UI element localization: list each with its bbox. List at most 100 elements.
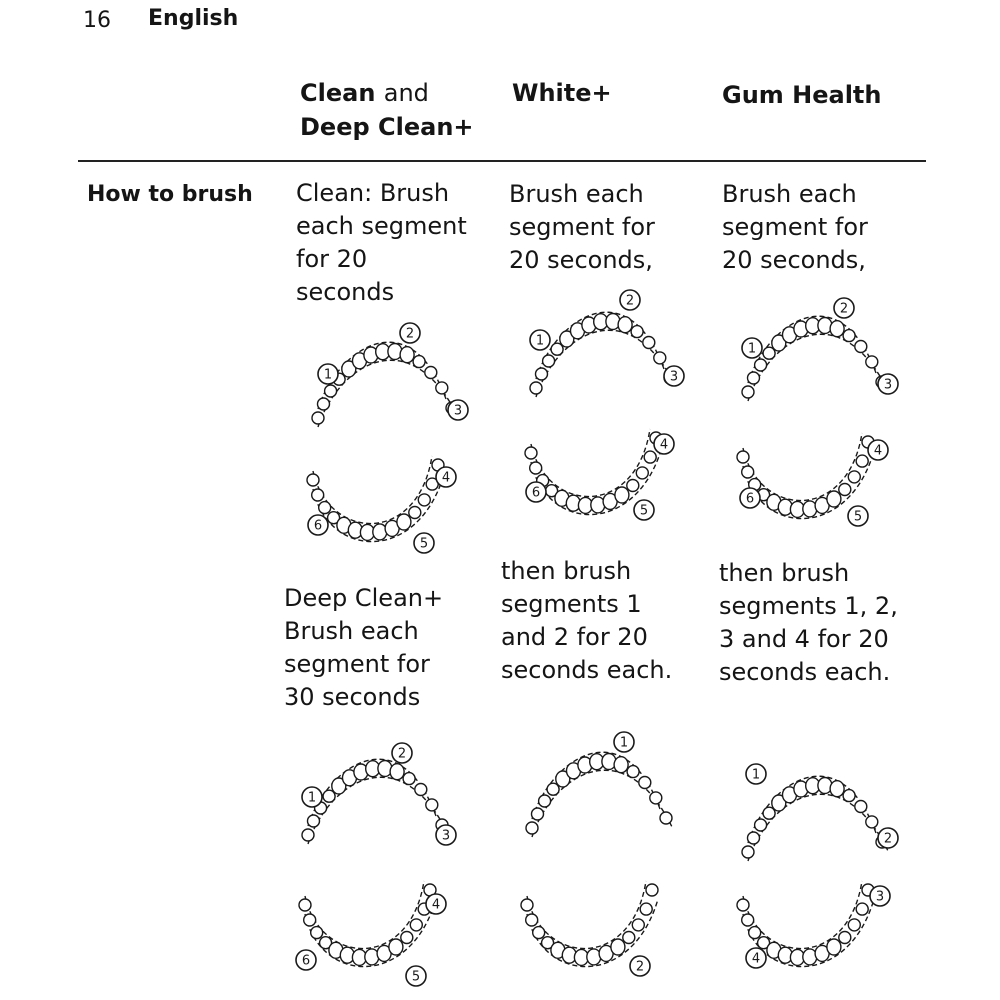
tooth [529, 381, 543, 395]
tooth [854, 799, 868, 814]
segment-number: 1 [324, 368, 332, 383]
tooth [631, 918, 646, 932]
tooth [525, 821, 539, 835]
tooth [762, 806, 776, 820]
tooth [635, 466, 650, 480]
lower-jaw-diagram: 456 [306, 455, 457, 554]
text-line: each segment [296, 212, 467, 240]
deep-clean-instructions: Deep Clean+ Brush each segment for 30 se… [284, 582, 443, 714]
segment-number: 4 [442, 471, 450, 486]
segment-number: 5 [412, 970, 420, 985]
white-instructions: Brush each segment for 20 seconds, [509, 178, 655, 277]
row-label-how-to-brush: How to brush [87, 182, 253, 207]
segment-number: 2 [636, 960, 644, 975]
segment-number: 1 [748, 342, 756, 357]
tooth [854, 339, 868, 354]
segment-marker: 3 [447, 399, 469, 421]
tooth [537, 794, 552, 808]
segment-marker: 3 [877, 373, 899, 395]
tooth [414, 782, 428, 797]
upper-jaw-diagram: 1 2 3 [529, 289, 685, 398]
heading-deep-clean: Deep Clean+ [300, 113, 474, 141]
tooth [311, 411, 325, 425]
tooth [424, 365, 438, 380]
tooth [622, 930, 636, 945]
segment-number: 3 [876, 890, 884, 905]
tooth [316, 397, 331, 411]
segment-marker: 4 [435, 466, 457, 488]
tooth [855, 902, 869, 916]
tooth [613, 756, 629, 774]
segment-number: 3 [442, 829, 450, 844]
segment-marker: 2 [619, 289, 641, 311]
upper-jaw-diagram: 12 [741, 763, 899, 862]
segment-marker: 1 [741, 337, 763, 359]
tooth [847, 470, 862, 484]
tooth [626, 478, 640, 493]
column-heading-white: White+ [512, 79, 612, 107]
tooth [838, 930, 852, 945]
segment-marker: 4 [425, 893, 447, 915]
segment-number: 4 [752, 952, 760, 967]
segment-marker: 1 [529, 329, 551, 351]
segment-marker: 4 [653, 433, 675, 455]
segment-marker: 6 [307, 514, 329, 536]
segment-marker: 1 [317, 363, 339, 385]
segment-marker: 1 [745, 763, 767, 785]
text-line: Brush each [722, 180, 857, 208]
segment-marker: 4 [745, 947, 767, 969]
text-line: for 20 [296, 245, 368, 273]
tooth [829, 780, 845, 798]
gum-instructions: Brush each segment for 20 seconds, [722, 178, 868, 277]
tooth [311, 488, 325, 502]
text-line: Deep Clean+ [284, 584, 444, 612]
tooth [829, 320, 845, 338]
text-line: Brush each [284, 617, 419, 645]
segment-marker: 2 [391, 742, 413, 764]
tooth [771, 794, 787, 812]
heading-connector: and [383, 79, 429, 107]
tooth [638, 775, 652, 790]
tooth [741, 845, 755, 859]
text-line: then brush [501, 557, 632, 585]
white-followup-instructions: then brush segments 1 and 2 for 20 secon… [501, 555, 672, 687]
tooth [617, 316, 633, 334]
text-line: 3 and 4 for 20 [719, 625, 889, 653]
segment-marker: 2 [833, 297, 855, 319]
tooth [520, 898, 534, 912]
segment-marker: 6 [295, 949, 317, 971]
tooth [399, 346, 415, 364]
segment-marker: 3 [663, 365, 685, 387]
tooth [865, 815, 879, 829]
tooth [409, 918, 424, 932]
tooth [303, 913, 317, 927]
segment-marker: 1 [613, 731, 635, 753]
lower-jaw-diagram: 2 [520, 880, 659, 977]
tooth [838, 482, 852, 497]
tooth [550, 342, 564, 356]
tooth [649, 791, 663, 805]
tooth [546, 782, 560, 796]
tooth [389, 763, 405, 781]
segment-marker: 5 [633, 499, 655, 521]
segment-marker: 3 [869, 885, 891, 907]
tooth [298, 898, 312, 912]
text-line: 20 seconds, [722, 246, 866, 274]
tooth [643, 450, 657, 464]
tooth [630, 324, 644, 339]
tooth [639, 902, 653, 916]
tooth [534, 367, 549, 381]
tooth [417, 493, 432, 507]
tooth [746, 831, 761, 845]
segment-number: 4 [874, 444, 882, 459]
header-rule [78, 160, 926, 162]
column-heading-gum-health: Gum Health [722, 81, 882, 109]
segment-number: 6 [314, 519, 322, 534]
segment-marker: 3 [435, 824, 457, 846]
tooth [736, 898, 750, 912]
text-line: segments 1 [501, 590, 642, 618]
segment-marker: 2 [877, 827, 899, 849]
tooth [435, 381, 449, 395]
tooth [826, 490, 842, 508]
tooth [400, 930, 414, 945]
